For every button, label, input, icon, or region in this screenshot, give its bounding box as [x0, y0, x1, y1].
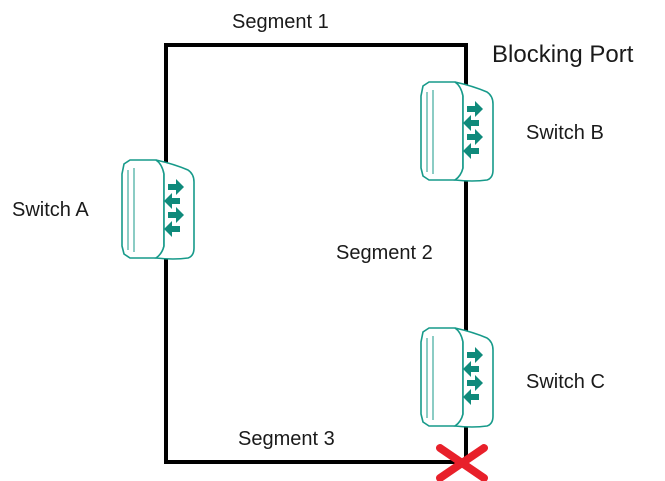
blocking-port-label: Blocking Port [492, 41, 634, 68]
network-switch-icon [121, 159, 195, 260]
switch-b-label: Switch B [526, 122, 604, 144]
switch-c: Switch C [420, 327, 605, 428]
blocked-x-icon [436, 444, 488, 481]
segment-2-label: Segment 2 [336, 242, 433, 264]
switch-c-label: Switch C [526, 371, 605, 393]
switch-a-label: Switch A [12, 199, 89, 221]
segment-1-label: Segment 1 [232, 11, 329, 33]
network-switch-icon [420, 327, 494, 428]
network-switch-icon [420, 81, 494, 182]
switch-b: Switch B [420, 81, 604, 182]
segment-3-label: Segment 3 [238, 428, 335, 450]
switch-a: Switch A [12, 159, 195, 260]
